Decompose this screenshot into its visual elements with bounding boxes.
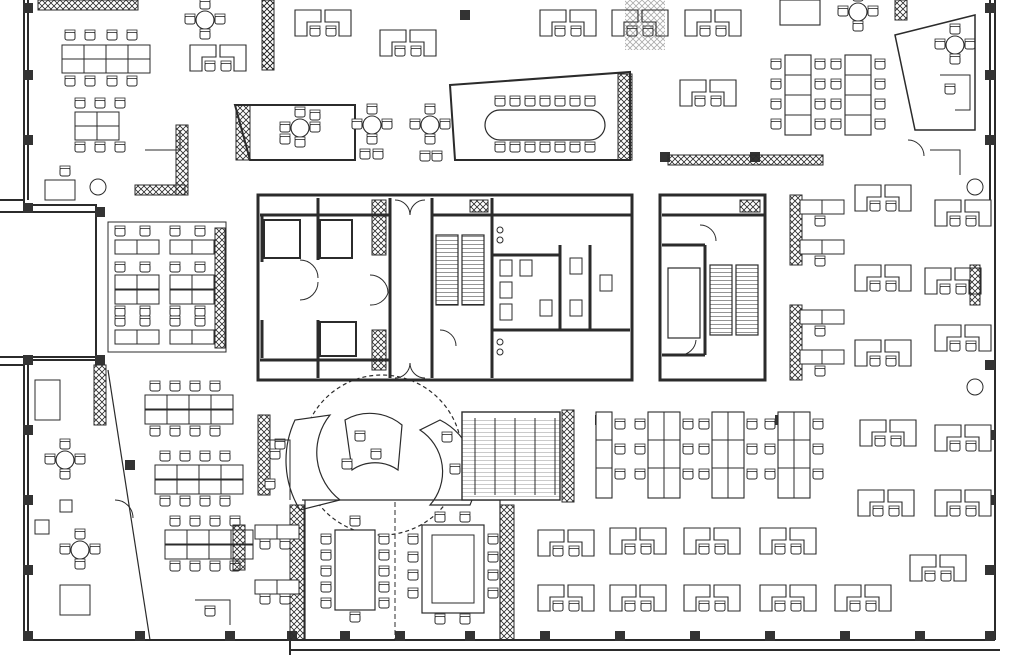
pods-north xyxy=(190,0,741,106)
lounge-seating xyxy=(89,148,984,396)
restroom-fixtures xyxy=(496,226,613,356)
meeting-room-round xyxy=(233,104,356,161)
desk-cluster-northwest xyxy=(37,0,275,201)
stairs xyxy=(435,234,759,339)
pods-south xyxy=(538,528,891,611)
storage-shelves xyxy=(461,409,575,503)
meeting-room-north xyxy=(448,70,633,161)
desk-cluster-reception-west xyxy=(254,414,305,641)
conference-room-south xyxy=(320,502,515,641)
core-walls xyxy=(256,193,767,382)
desk-rows-northeast xyxy=(667,0,976,175)
desk-cluster-west xyxy=(107,221,227,353)
desk-cluster-southwest xyxy=(34,364,254,641)
pods-east xyxy=(789,185,991,581)
doors xyxy=(114,139,925,519)
core-shafts xyxy=(371,199,761,371)
desk-columns-center-east xyxy=(595,411,824,499)
